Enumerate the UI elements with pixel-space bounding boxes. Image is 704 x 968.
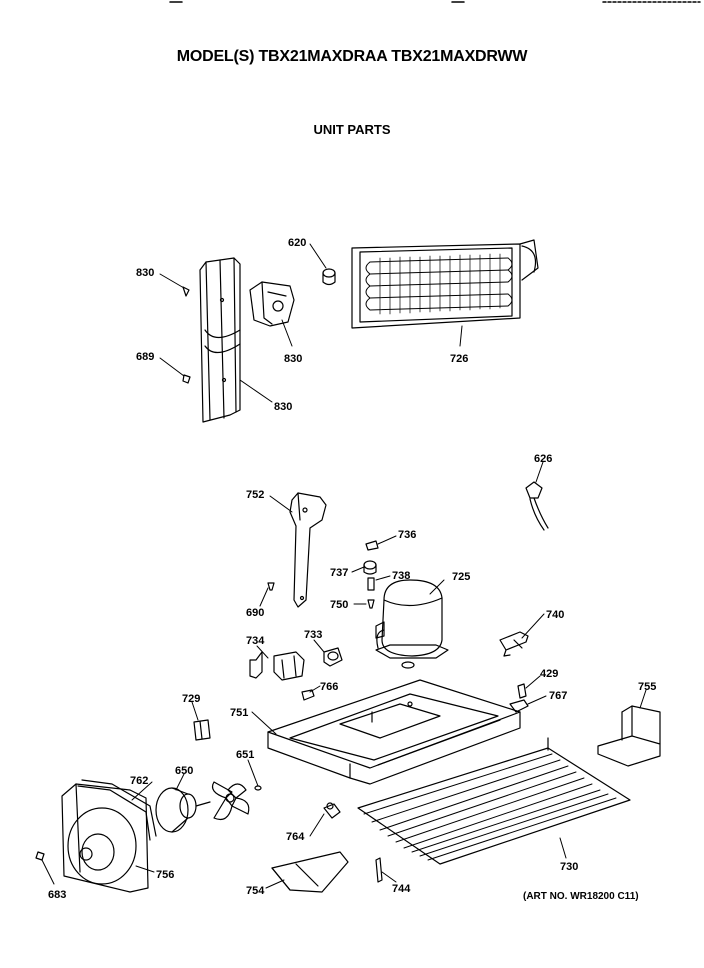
label-764: 764 <box>286 831 305 843</box>
clip-744 <box>375 857 383 883</box>
fan-motor-650 <box>155 787 211 833</box>
label-690: 690 <box>246 607 264 619</box>
label-651: 651 <box>236 749 254 761</box>
condenser-tubes <box>365 257 513 311</box>
coil-730-tubes <box>363 753 617 861</box>
label-754: 754 <box>246 885 265 897</box>
bracket-767 <box>509 699 529 713</box>
shroud-756 <box>61 783 149 893</box>
compressor-725 <box>375 579 449 669</box>
label-726: 726 <box>450 353 468 365</box>
label-729: 729 <box>182 693 200 705</box>
grommet-737 <box>363 560 377 575</box>
support-bar-752 <box>289 492 327 608</box>
part-764 <box>323 802 341 819</box>
defrost-bracket <box>249 281 295 327</box>
section-title: UNIT PARTS <box>313 122 391 137</box>
condenser-fins <box>379 253 501 315</box>
part-729 <box>193 719 211 741</box>
channel-bracket <box>199 257 241 423</box>
label-725: 725 <box>452 571 470 583</box>
label-744: 744 <box>392 883 411 895</box>
clip-736 <box>365 540 379 551</box>
screw-830 <box>182 286 190 297</box>
relay-734 <box>249 651 305 681</box>
label-626: 626 <box>534 453 552 465</box>
label-733: 733 <box>304 629 322 641</box>
label-738: 738 <box>392 570 410 582</box>
label-766: 766 <box>320 681 338 693</box>
bracket-762 <box>77 779 157 841</box>
label-767: 767 <box>549 690 567 702</box>
label-737: 737 <box>330 567 348 579</box>
label-734: 734 <box>246 635 265 647</box>
bracket-740 <box>499 631 529 657</box>
label-830a: 830 <box>136 267 154 279</box>
overload-733 <box>323 647 343 667</box>
label-683: 683 <box>48 889 66 901</box>
leader-lines <box>41 243 647 889</box>
grommet-620 <box>322 268 336 286</box>
label-740: 740 <box>546 609 564 621</box>
label-650: 650 <box>175 765 193 777</box>
label-751: 751 <box>230 707 248 719</box>
tray-754 <box>271 851 349 893</box>
part-429 <box>517 683 527 699</box>
label-689: 689 <box>136 351 154 363</box>
label-756: 756 <box>156 869 174 881</box>
condenser-coil <box>351 239 539 329</box>
clip-766 <box>301 689 315 701</box>
label-730: 730 <box>560 861 578 873</box>
screw-689 <box>182 374 191 384</box>
label-752: 752 <box>246 489 264 501</box>
label-736: 736 <box>398 529 416 541</box>
label-755: 755 <box>638 681 656 693</box>
base-pan-751 <box>267 679 521 785</box>
label-620: 620 <box>288 237 306 249</box>
screw-690 <box>267 582 275 591</box>
sleeve-738 <box>367 577 375 591</box>
part-labels: 830 620 830 689 830 726 626 752 736 737 … <box>48 237 656 901</box>
power-cord-626 <box>525 481 549 531</box>
screw-750 <box>367 599 375 609</box>
fan-blade-651 <box>211 781 262 821</box>
label-750: 750 <box>330 599 348 611</box>
model-title: MODEL(S) TBX21MAXDRAA TBX21MAXDRWW <box>176 48 528 65</box>
label-830b: 830 <box>284 353 302 365</box>
bracket-755 <box>597 705 661 767</box>
label-762: 762 <box>130 775 148 787</box>
screw-683 <box>35 851 45 861</box>
art-number: (ART NO. WR18200 C11) <box>523 891 639 902</box>
label-830c: 830 <box>274 401 292 413</box>
label-429: 429 <box>540 668 558 680</box>
